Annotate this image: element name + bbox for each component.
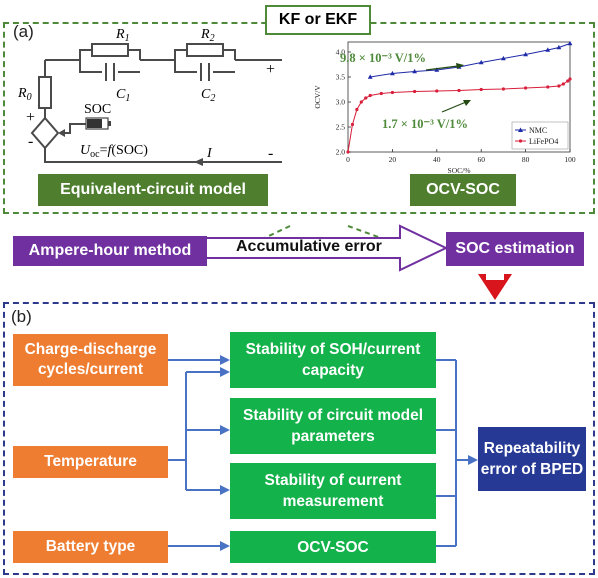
result-repeatability-error: Repeatability error of BPED [478,427,586,491]
red-down-arrow-icon [478,274,512,300]
x-tick-label: 0 [346,155,350,164]
arrowhead-icon [58,129,65,137]
ocv-soc-label: OCV-SOC [410,174,516,206]
y-tick-label: 2.0 [336,148,346,157]
data-point-NMC [434,67,440,72]
plus-left: + [26,109,35,126]
annotation-lfp-slope: 1.7 × 10⁻³ V/1% [382,117,468,131]
x-tick-label: 40 [433,155,441,164]
data-point-LiFePO4 [524,86,528,90]
data-point-LiFePO4 [561,82,565,86]
factor-circuit-parameters: Stability of circuit model parameters [230,398,436,454]
uoc-equation: Uoc=f(SOC) [80,143,148,160]
equivalent-circuit: R1 C1 R2 C2 R0 + - + - SOC Uoc=f(SOC) I [17,27,282,166]
soc-estimation-label: SOC estimation [446,232,584,266]
battery-icon [85,117,111,130]
data-point-LiFePO4 [435,89,439,93]
x-tick-label: 80 [522,155,530,164]
data-point-NMC [556,44,562,50]
x-tick-label: 60 [477,155,485,164]
legend-label: LiFePO4 [529,137,558,146]
data-point-NMC [478,59,484,65]
data-point-LiFePO4 [566,79,570,83]
current-arrow-icon [194,158,203,166]
data-point-NMC [501,55,506,61]
y-tick-label: 3.5 [336,73,346,82]
data-point-LiFePO4 [359,100,363,104]
arrow-icon [220,367,230,377]
arrow-icon [220,541,230,551]
data-point-LiFePO4 [364,96,368,100]
minus-right: - [268,145,273,162]
arrow-icon [220,485,230,495]
data-point-LiFePO4 [546,85,550,89]
annotation-arrowhead-icon [456,63,464,69]
filter-label: KF or EKF [265,5,371,35]
plus-right: + [266,61,275,78]
accumulative-error-label: Accumulative error [236,238,382,255]
y-tick-label: 2.5 [336,123,346,132]
arrow-icon [220,425,230,435]
current-label: I [206,146,213,161]
data-point-NMC [567,40,573,46]
panel-a-tag: (a) [13,22,34,41]
y-tick-label: 4.0 [336,48,346,57]
arrow-icon [220,355,230,365]
input-charge-discharge: Charge-discharge cycles/current [13,334,168,386]
c2-label: C2 [201,87,215,104]
data-point-LiFePO4 [350,122,355,127]
ampere-hour-label: Ampere-hour method [13,236,207,266]
y-axis-label: OCV/V [313,85,322,109]
arrow-icon [468,455,478,465]
legend-label: NMC [529,126,547,135]
data-point-LiFePO4 [413,89,417,94]
factor-ocv-soc: OCV-SOC [230,531,436,563]
data-point-LiFePO4 [368,93,372,98]
data-point-LiFePO4 [355,107,359,112]
annotation-arrow [425,65,459,71]
r2-label: R2 [200,27,215,44]
annotation-arrow [441,101,467,113]
data-point-LiFePO4 [557,84,561,88]
data-point-LiFePO4 [568,77,572,81]
data-point-LiFePO4 [379,91,383,96]
legend-box [511,121,569,150]
input-temperature: Temperature [13,446,168,478]
input-battery-type: Battery type [13,531,168,563]
panel-b-frame [3,302,595,575]
minus-left: - [28,133,33,150]
annotation-arrowhead-icon [463,100,471,106]
annotation-nmc-slope: 9.8 × 10⁻³ V/1% [340,51,426,65]
ecm-label: Equivalent-circuit model [38,174,268,206]
x-axis-label: SOC/% [448,166,471,175]
data-point-LiFePO4 [390,90,394,95]
r1-label: R1 [115,27,130,44]
data-point-LiFePO4 [457,88,461,93]
data-point-LiFePO4 [346,150,350,154]
data-point-LiFePO4 [501,87,505,91]
connector-lines [168,355,478,551]
data-point-LiFePO4 [479,87,483,92]
soc-label: SOC [84,102,111,117]
x-tick-label: 20 [389,155,397,164]
factor-current-measurement: Stability of current measurement [230,463,436,519]
c1-label: C1 [116,87,130,104]
data-point-NMC [523,51,528,57]
data-point-NMC [367,74,373,79]
data-point-NMC [412,68,417,74]
accumulative-arrow-icon [205,224,449,272]
factor-soh-stability: Stability of SOH/current capacity [230,332,436,388]
data-point-NMC [545,47,551,52]
panel-b-tag: (b) [11,307,32,326]
x-tick-label: 100 [564,155,576,164]
r0-label: R0 [17,86,32,103]
flow-graphics [205,224,512,300]
legend-marker [518,139,523,143]
y-tick-label: 3.0 [336,98,346,107]
data-point-NMC [390,70,395,76]
legend-marker [518,127,523,132]
